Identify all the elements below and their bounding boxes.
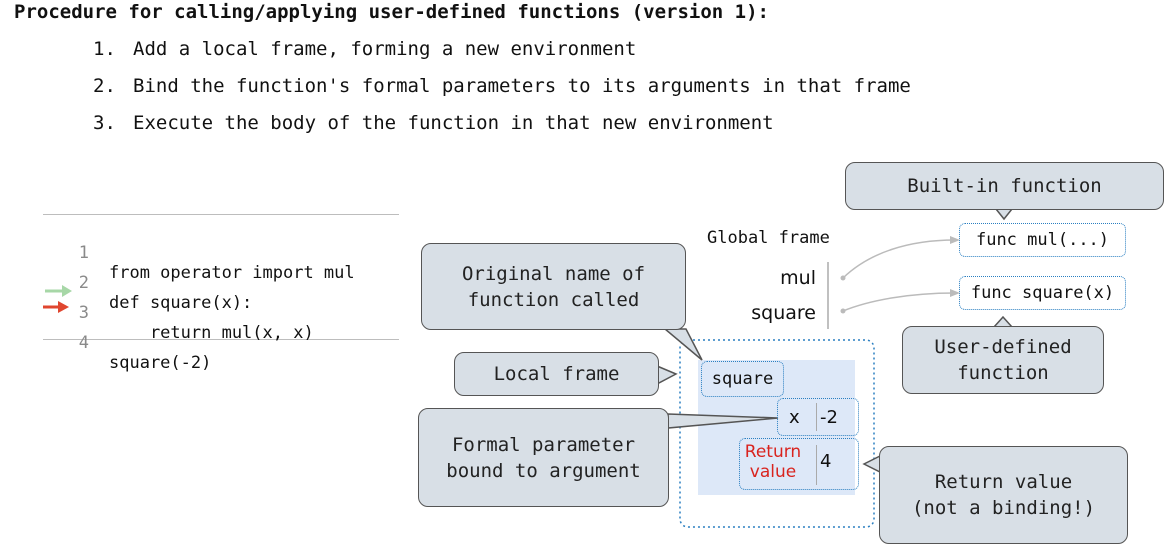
- callout-pointer: [862, 454, 881, 474]
- param-binding: x -2: [777, 398, 859, 436]
- callout-original-name: Original name of function called: [421, 243, 686, 330]
- code-text: square(-2): [109, 353, 212, 373]
- line-number: 2: [78, 273, 89, 293]
- return-binding: Return value 4: [739, 438, 859, 490]
- return-value: 4: [820, 451, 832, 472]
- step-number: 3.: [93, 112, 116, 134]
- step-number: 2.: [93, 75, 116, 97]
- func-square-object: func square(x): [959, 276, 1126, 310]
- line-number: 3: [78, 303, 89, 323]
- callout-pointer: [994, 208, 1014, 221]
- step-2: 2. Bind the function's formal parameters …: [93, 75, 911, 97]
- code-text: from operator import mul: [109, 263, 355, 283]
- func-mul-object: func mul(...): [959, 223, 1126, 257]
- callout-pointer: [656, 364, 678, 386]
- code-panel: 1 from operator import mul 2 def square(…: [43, 214, 399, 373]
- callout-builtin-function: Built-in function: [845, 162, 1164, 210]
- step-text: Add a local frame, forming a new environ…: [133, 38, 637, 60]
- code-line-1: 1 from operator import mul: [43, 223, 355, 283]
- callout-pointer: [667, 413, 779, 429]
- code-text: def square(x):: [109, 293, 253, 313]
- code-line-4: 4 square(-2): [43, 313, 212, 373]
- square-pointer-arrow: [840, 289, 960, 314]
- line-number: 4: [78, 333, 89, 353]
- global-frame-label: Global frame: [707, 228, 830, 248]
- callout-local-frame: Local frame: [454, 352, 659, 396]
- param-name: x: [789, 407, 800, 428]
- step-3: 3. Execute the body of the function in th…: [93, 112, 774, 134]
- global-binding-square: square: [751, 302, 816, 324]
- step-number: 1.: [93, 38, 116, 60]
- return-label-line1: Return: [744, 442, 802, 462]
- step-text: Execute the body of the function in that…: [133, 112, 774, 134]
- global-binding-mul: mul: [780, 267, 816, 289]
- param-value: -2: [820, 407, 838, 428]
- step-1: 1. Add a local frame, forming a new envir…: [93, 38, 636, 60]
- code-line-2: 2 def square(x):: [43, 253, 253, 313]
- local-frame-name: square: [701, 361, 784, 397]
- return-label-line2: value: [749, 462, 797, 482]
- code-text: return mul(x, x): [109, 323, 314, 343]
- binding-divider: [816, 445, 817, 485]
- page-title: Procedure for calling/applying user-defi…: [14, 1, 769, 23]
- callout-user-defined-function: User-defined function: [902, 326, 1104, 394]
- mul-pointer-arrow: [840, 236, 960, 281]
- line-number: 1: [78, 243, 89, 263]
- code-line-3: 3 return mul(x, x): [43, 283, 314, 343]
- callout-pointer: [662, 328, 703, 361]
- step-text: Bind the function's formal parameters to…: [133, 75, 911, 97]
- binding-divider: [816, 403, 817, 431]
- callout-return-value: Return value (not a binding!): [879, 446, 1128, 544]
- callout-formal-parameter: Formal parameter bound to argument: [418, 408, 669, 507]
